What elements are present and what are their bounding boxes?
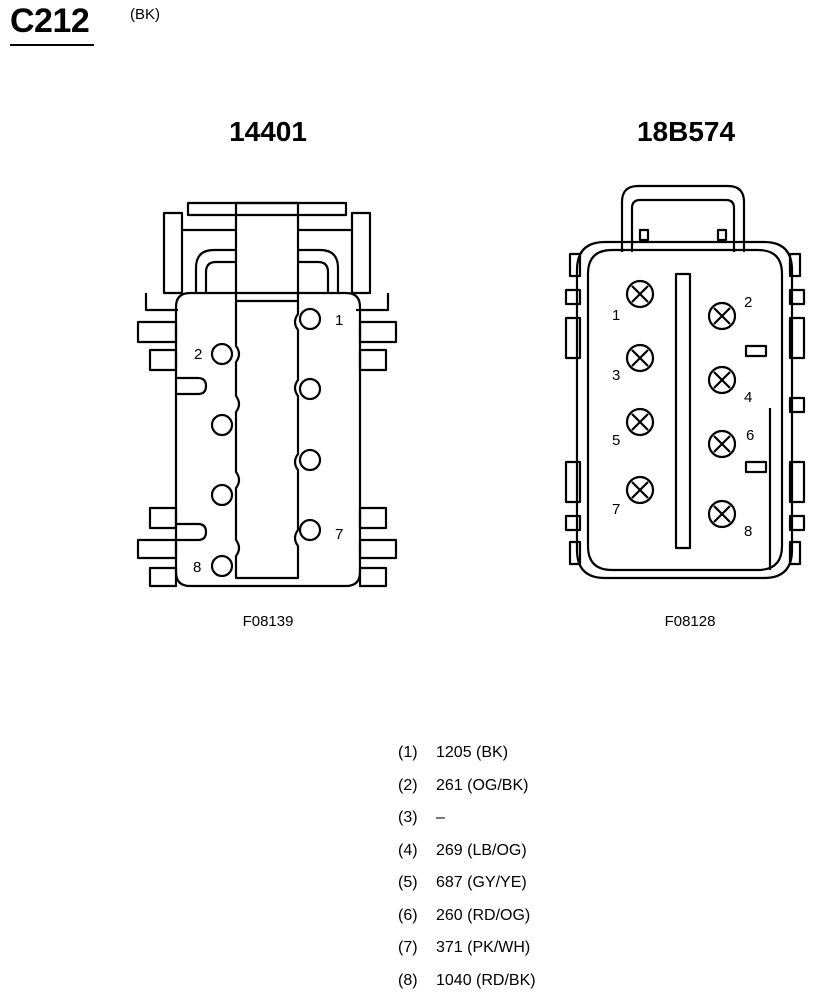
pin-number: (5): [398, 872, 436, 894]
pin-label-8: 8: [744, 523, 752, 540]
pin-number: (3): [398, 807, 436, 829]
pin-row: (3)–: [398, 807, 536, 840]
pin-terminals: [627, 281, 735, 527]
figure-id-right: F08128: [630, 613, 750, 630]
pin-label-6: 6: [746, 427, 754, 444]
pin-row: (6)260 (RD/OG): [398, 905, 536, 938]
pin-row: (7)371 (PK/WH): [398, 937, 536, 970]
circuit-value: 269 (LB/OG): [436, 842, 527, 859]
pin-number: (6): [398, 905, 436, 927]
circuit-value: 687 (GY/YE): [436, 874, 527, 891]
circuit-value: 1040 (RD/BK): [436, 972, 536, 989]
pin-label-3: 3: [612, 367, 620, 384]
pin-label-2: 2: [744, 294, 752, 311]
figure-id-left: F08139: [208, 613, 328, 630]
circuit-value: –: [436, 809, 445, 826]
side-ears: [566, 254, 804, 570]
pin-row: (5)687 (GY/YE): [398, 872, 536, 905]
center-divider: [676, 274, 690, 548]
pin-label-7: 7: [612, 501, 620, 518]
circuit-value: 371 (PK/WH): [436, 939, 530, 956]
pin-row: (1)1205 (BK): [398, 742, 536, 775]
pin-number: (4): [398, 840, 436, 862]
pin-number: (1): [398, 742, 436, 764]
pin-label-1: 1: [612, 307, 620, 324]
circuit-value: 261 (OG/BK): [436, 777, 528, 794]
pin-row: (4)269 (LB/OG): [398, 840, 536, 873]
circuit-value: 1205 (BK): [436, 744, 508, 761]
connector-shell: [577, 242, 792, 578]
pin-label-4: 4: [744, 389, 752, 406]
pin-row: (2)261 (OG/BK): [398, 775, 536, 808]
pin-number: (7): [398, 937, 436, 959]
pin-circuit-table: (1)1205 (BK) (2)261 (OG/BK) (3)– (4)269 …: [398, 742, 536, 1002]
circuit-value: 260 (RD/OG): [436, 907, 530, 924]
pin-label-5: 5: [612, 432, 620, 449]
pin-row: (8)1040 (RD/BK): [398, 970, 536, 1002]
pin-number: (8): [398, 970, 436, 992]
pin-number: (2): [398, 775, 436, 797]
